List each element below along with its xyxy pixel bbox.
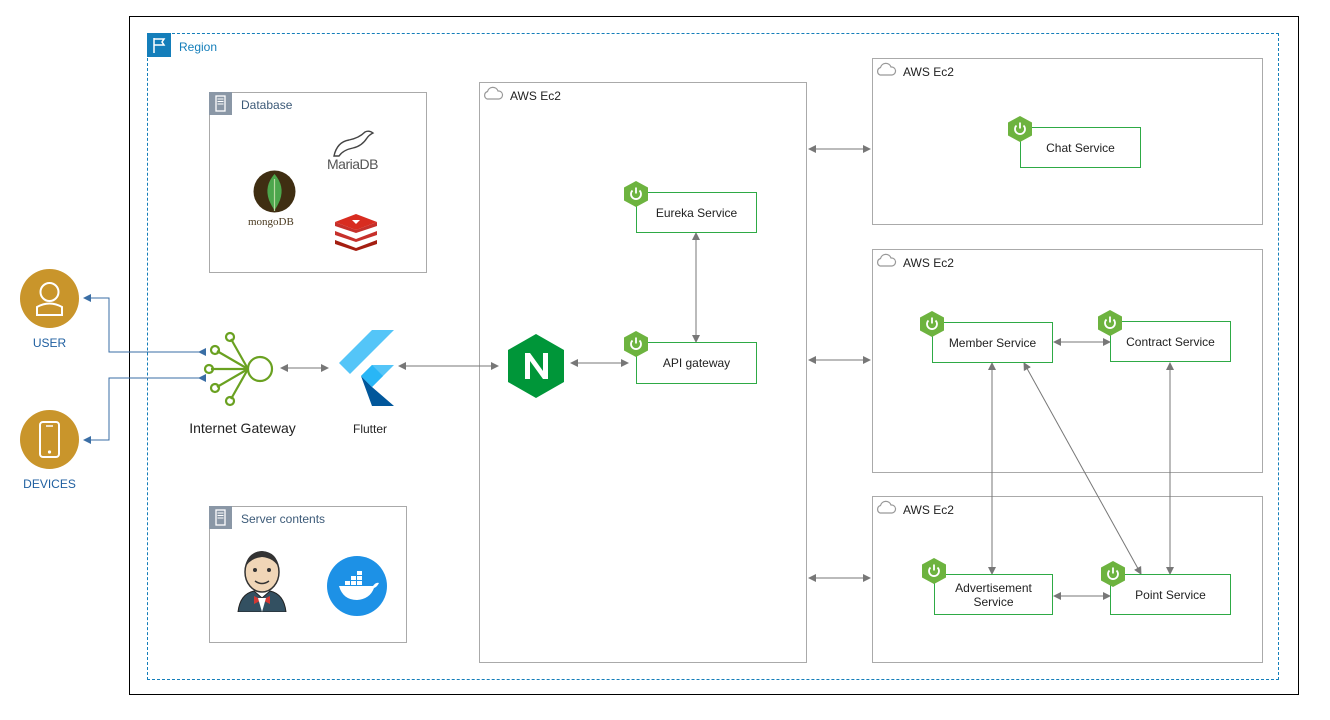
api-gateway-label: API gateway (662, 356, 731, 370)
point-service[interactable]: Point Service (1110, 574, 1231, 615)
point-service-label: Point Service (1135, 587, 1206, 602)
redis-icon (333, 213, 379, 256)
user-label: USER (32, 336, 67, 350)
nginx-icon[interactable] (506, 333, 566, 404)
server-rack-icon (209, 92, 232, 115)
spring-boot-icon (1099, 560, 1127, 588)
spring-boot-icon (920, 557, 948, 585)
flutter-icon[interactable] (336, 330, 398, 411)
spring-boot-icon (918, 310, 946, 338)
api-gateway-service[interactable]: API gateway (636, 342, 757, 384)
server-rack-icon (209, 506, 232, 529)
cloud-icon (482, 85, 504, 108)
region-boundary (147, 33, 1279, 680)
mongodb-logo-text: mongoDB (248, 216, 294, 228)
region-flag-icon (147, 33, 171, 57)
member-point-link (1023, 362, 1142, 575)
cloud-icon (875, 499, 897, 522)
mariadb-logo-text: MariaDB (327, 156, 378, 172)
docker-icon (327, 556, 387, 621)
spring-boot-icon (622, 180, 650, 208)
mariadb-seal-icon (329, 128, 379, 163)
flutter-label: Flutter (352, 422, 387, 436)
jenkins-icon (232, 548, 292, 617)
spring-boot-icon (1006, 115, 1034, 143)
cloud-icon (875, 252, 897, 275)
member-service-label: Member Service (948, 335, 1037, 350)
internet-gateway-label: Internet Gateway (189, 420, 296, 436)
user-icon[interactable] (20, 269, 79, 333)
devices-label: DEVICES (23, 477, 76, 491)
ec2-main-label: AWS Ec2 (510, 89, 561, 103)
contract-service-label: Contract Service (1126, 334, 1215, 349)
user-gateway-link (83, 294, 206, 356)
advertisement-service[interactable]: Advertisement Service (934, 574, 1053, 615)
ec2-member-label: AWS Ec2 (903, 256, 954, 270)
internet-gateway-icon[interactable] (203, 331, 277, 412)
chat-service[interactable]: Chat Service (1020, 127, 1141, 168)
server-contents-label: Server contents (241, 512, 326, 526)
member-service[interactable]: Member Service (932, 322, 1053, 363)
chat-service-label: Chat Service (1046, 140, 1115, 155)
advertisement-service-label: Advertisement Service (955, 580, 1032, 609)
region-label: Region (179, 40, 218, 54)
ec2-point-label: AWS Ec2 (903, 503, 954, 517)
eureka-service[interactable]: Eureka Service (636, 192, 757, 233)
mobile-device-icon[interactable] (20, 410, 79, 474)
contract-service[interactable]: Contract Service (1110, 321, 1231, 362)
ec2-chat-label: AWS Ec2 (903, 65, 954, 79)
spring-boot-icon (622, 330, 650, 358)
devices-gateway-link (83, 374, 206, 444)
database-label: Database (241, 98, 293, 112)
spring-boot-icon (1096, 309, 1124, 337)
eureka-service-label: Eureka Service (655, 205, 738, 220)
mongodb-leaf-icon (252, 169, 297, 219)
cloud-icon (875, 61, 897, 84)
database-group (209, 92, 427, 273)
